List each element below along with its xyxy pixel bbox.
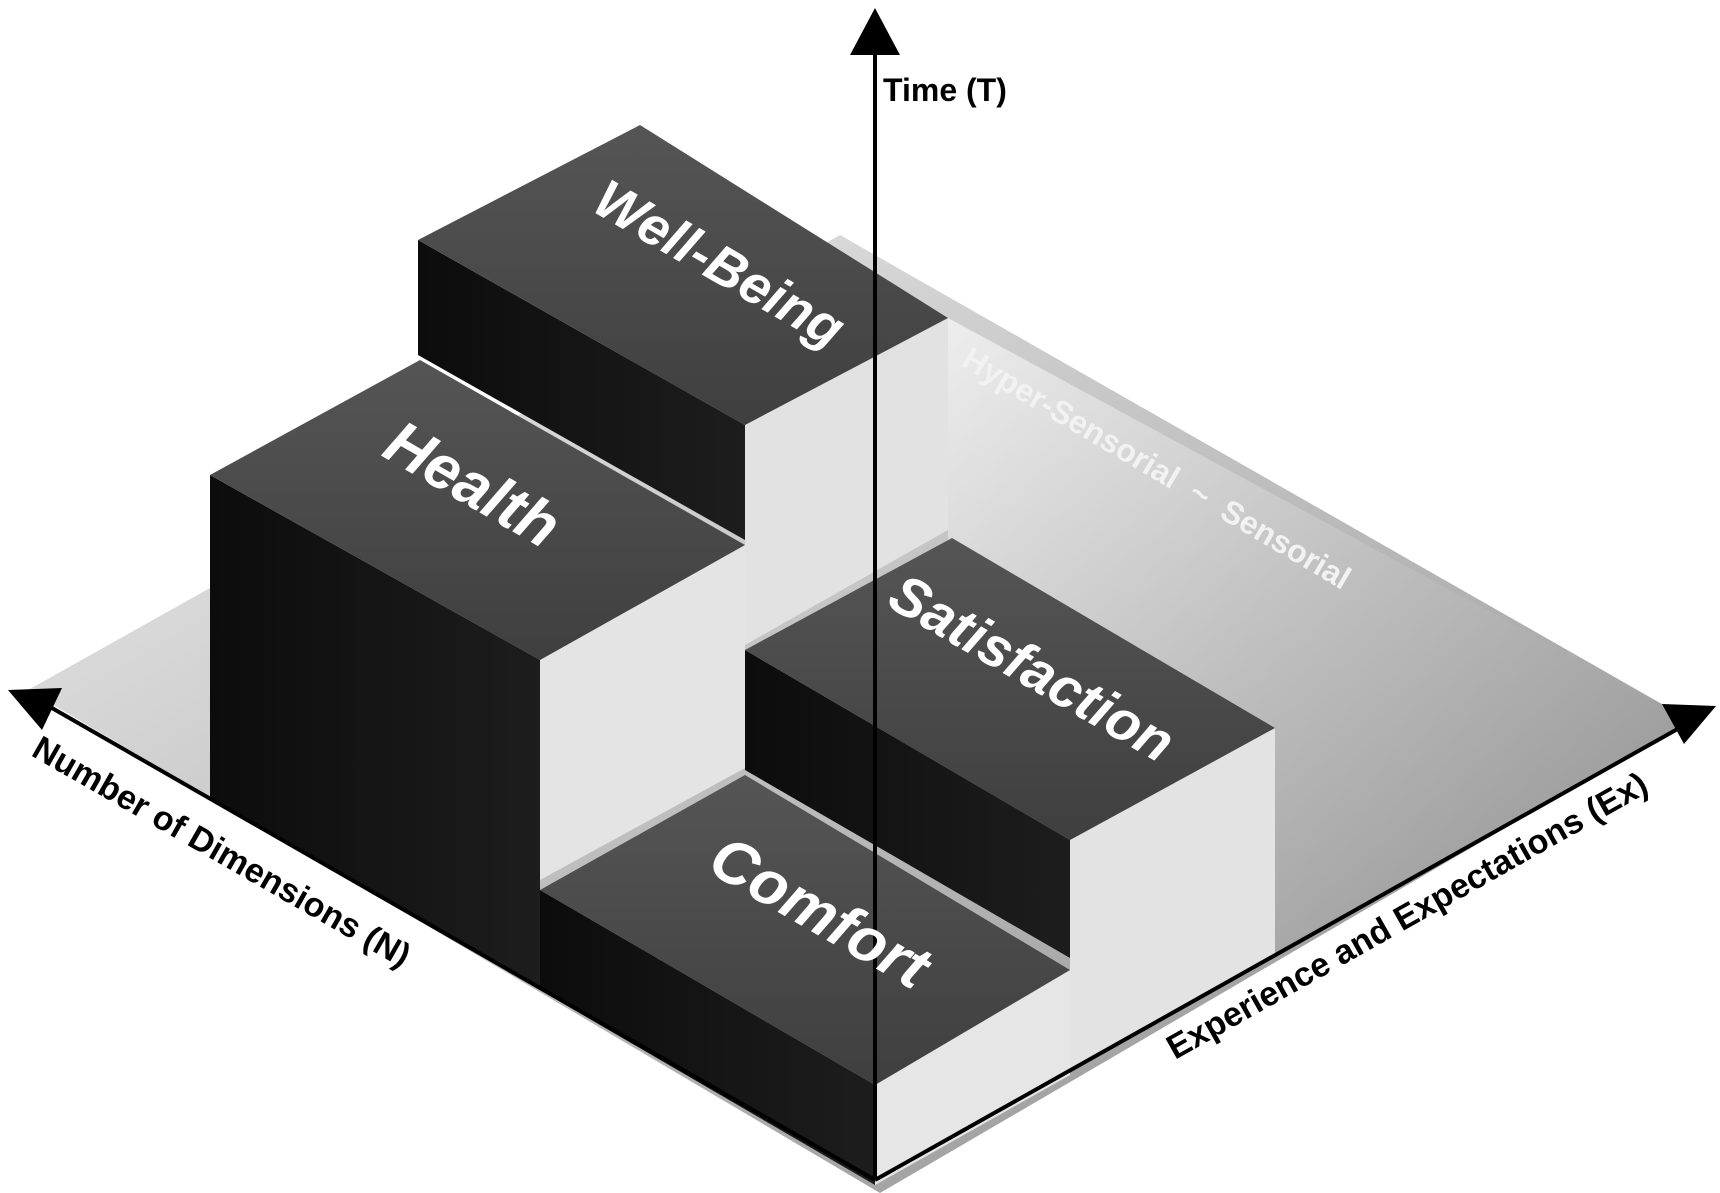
- health-right-face: [540, 545, 745, 880]
- health-block: [210, 360, 745, 990]
- comfort-top-face: [540, 775, 1070, 1085]
- dimensions-axis-line: [37, 698, 876, 1182]
- satisfaction-right-face: [1070, 728, 1275, 1070]
- experience-axis-line: [874, 720, 1691, 1182]
- hyper-sensorial-zone: [948, 318, 1690, 950]
- well-being-right-face: [745, 318, 948, 645]
- satisfaction-block: [745, 538, 1275, 1070]
- well-being-top-face: [418, 125, 948, 425]
- experience-axis-arrowhead: [1662, 704, 1716, 744]
- comfort-left-face: [540, 890, 875, 1185]
- health-top-face: [210, 360, 745, 660]
- time-axis-label: Time (T): [883, 72, 1007, 108]
- time-axis-arrowhead: [850, 8, 900, 55]
- health-left-face: [210, 475, 540, 990]
- well-being-block: [418, 125, 948, 645]
- satisfaction-left-face: [745, 650, 1070, 958]
- comfort-right-face: [875, 970, 1070, 1185]
- well-being-left-face: [418, 240, 745, 540]
- satisfaction-top-face: [745, 538, 1275, 840]
- dimensions-axis-arrowhead: [8, 688, 62, 730]
- comfort-block: [540, 775, 1070, 1185]
